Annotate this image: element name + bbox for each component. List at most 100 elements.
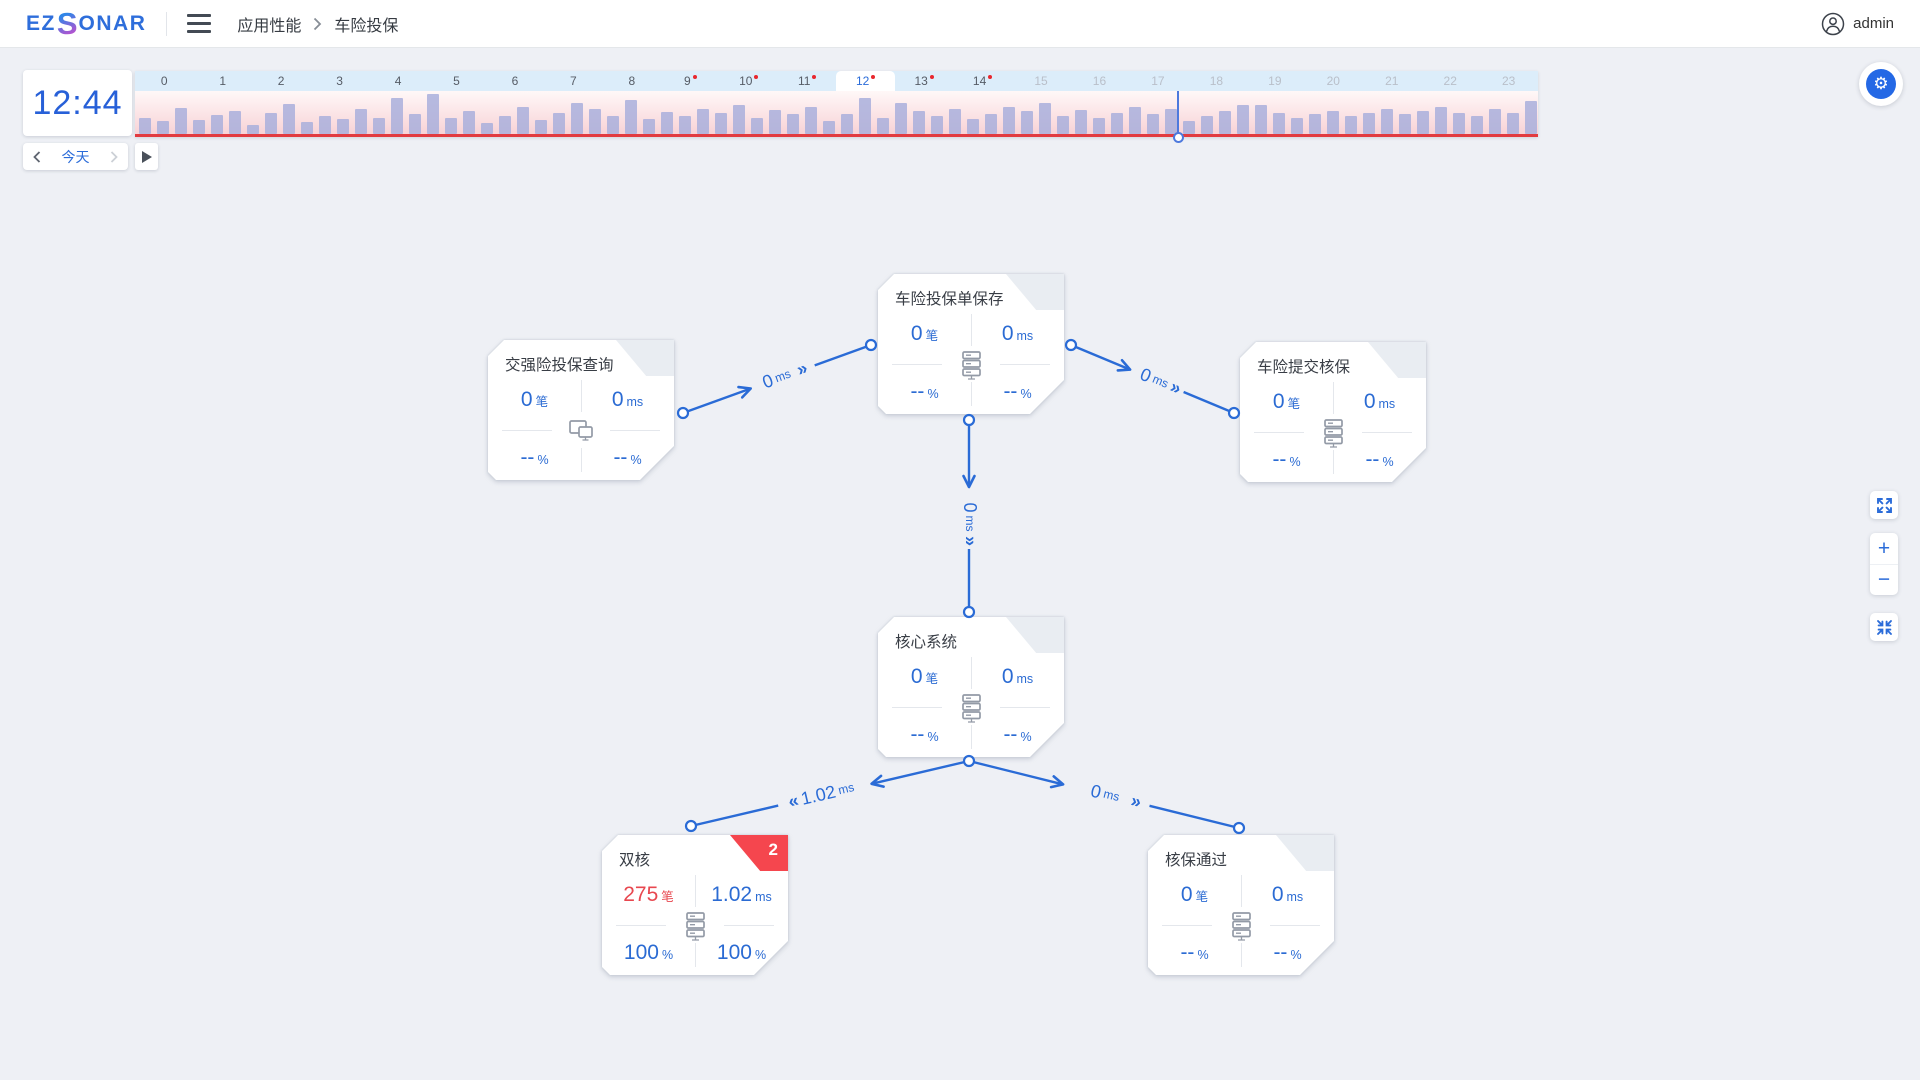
histogram-bar xyxy=(1273,113,1285,134)
hour-tick-17[interactable]: 17 xyxy=(1151,74,1165,88)
hour-tick-21[interactable]: 21 xyxy=(1385,74,1399,88)
histogram-bar xyxy=(517,107,529,134)
histogram-bar xyxy=(607,116,619,134)
hour-tick-13[interactable]: 13 xyxy=(895,71,953,91)
histogram-bar xyxy=(1525,101,1537,134)
histogram-bar xyxy=(1003,107,1015,134)
histogram-bar xyxy=(1381,109,1393,134)
hour-tick-16[interactable]: 16 xyxy=(1092,74,1107,88)
hour-tick-11[interactable]: 11 xyxy=(778,71,836,91)
topology-edge: 0ms » xyxy=(682,343,872,415)
hour-tick-5[interactable]: 5 xyxy=(453,74,460,88)
node-corner-flap xyxy=(1006,274,1064,310)
topology-edge: 0ms » xyxy=(968,759,1240,830)
user-menu[interactable]: admin xyxy=(1821,12,1894,36)
hour-tick-18[interactable]: 18 xyxy=(1209,74,1224,88)
histogram-bar xyxy=(1417,111,1429,134)
histogram-bar xyxy=(265,113,277,134)
histogram-bar xyxy=(913,111,925,134)
current-time-display: 12:44 xyxy=(23,70,132,136)
node-corner-flap xyxy=(1006,617,1064,653)
fullscreen-button[interactable] xyxy=(1870,491,1898,519)
histogram-bar xyxy=(391,98,403,134)
histogram-bar xyxy=(1165,109,1177,134)
hour-tick-12[interactable]: 12 xyxy=(836,71,895,91)
username-label: admin xyxy=(1853,15,1894,32)
node-metric-rate-right: --% xyxy=(1273,941,1302,964)
svg-text:«: « xyxy=(786,790,800,812)
server-stack-icon xyxy=(951,689,991,725)
node-title: 双核 xyxy=(619,852,651,869)
hour-tick-14[interactable]: 14 xyxy=(953,71,1011,91)
prev-day-button[interactable] xyxy=(33,150,41,163)
alert-dot xyxy=(812,75,817,79)
histogram-bar xyxy=(661,112,673,134)
zoom-in-button[interactable]: + xyxy=(1870,533,1898,565)
hour-tick-3[interactable]: 3 xyxy=(336,74,343,88)
settings-button[interactable]: ⚙ xyxy=(1859,62,1903,106)
hour-tick-2[interactable]: 2 xyxy=(277,74,285,88)
alert-dot xyxy=(754,75,759,79)
server-stack-icon xyxy=(1221,907,1261,943)
node-metric-rate-left: 100% xyxy=(623,941,674,964)
histogram-bar xyxy=(985,114,997,134)
next-day-button[interactable] xyxy=(110,150,118,163)
histogram-bar xyxy=(769,110,781,134)
hour-tick-7[interactable]: 7 xyxy=(570,74,577,88)
histogram-bar xyxy=(1435,107,1447,134)
svg-text:»: » xyxy=(1167,376,1184,398)
histogram-bar xyxy=(733,105,745,134)
hour-tick-0[interactable]: 0 xyxy=(160,74,168,88)
hour-tick-6[interactable]: 6 xyxy=(511,74,519,88)
hour-tick-10[interactable]: 10 xyxy=(720,71,778,91)
timeline-cursor-handle[interactable] xyxy=(1173,91,1185,143)
chevron-right-icon xyxy=(110,150,118,163)
hour-tick-15[interactable]: 15 xyxy=(1034,74,1048,88)
histogram-bar xyxy=(499,116,511,134)
hour-tick-4[interactable]: 4 xyxy=(394,74,402,88)
histogram-bar xyxy=(967,119,979,134)
node-title: 交强险投保查询 xyxy=(505,357,614,374)
breadcrumb-app-performance[interactable]: 应用性能 xyxy=(237,17,302,35)
node-title: 车险提交核保 xyxy=(1257,359,1351,376)
hamburger-menu-icon[interactable] xyxy=(187,14,212,33)
topology-edge: 1.02ms « xyxy=(690,759,970,828)
histogram-bar xyxy=(1219,111,1231,134)
hour-tick-8[interactable]: 8 xyxy=(628,74,636,88)
hour-tick-22[interactable]: 22 xyxy=(1443,74,1457,88)
histogram-bar xyxy=(1399,114,1411,134)
playback-button[interactable] xyxy=(135,143,158,170)
hour-tick-23[interactable]: 23 xyxy=(1501,74,1516,88)
histogram-bar xyxy=(319,116,331,134)
histogram-bar xyxy=(625,100,637,134)
histogram-bar xyxy=(643,119,655,134)
hour-tick-20[interactable]: 20 xyxy=(1326,74,1340,88)
hour-tick-19[interactable]: 19 xyxy=(1268,74,1282,88)
node-metric-rate-right: --% xyxy=(1003,380,1032,403)
hour-tick-1[interactable]: 1 xyxy=(219,74,227,88)
node-metric-rate-left: --% xyxy=(1180,941,1209,964)
node-corner-flap xyxy=(1368,342,1426,378)
node-metric-rate-right: --% xyxy=(613,446,642,469)
fit-view-button[interactable] xyxy=(1870,613,1898,641)
histogram-bar xyxy=(1147,114,1159,134)
today-button[interactable]: 今天 xyxy=(61,148,90,165)
timeline-histogram[interactable] xyxy=(135,91,1538,143)
histogram-bar xyxy=(715,113,727,134)
breadcrumb-current-page: 车险投保 xyxy=(334,17,399,35)
zoom-out-button[interactable]: − xyxy=(1877,568,1891,592)
hour-tick-9[interactable]: 9 xyxy=(661,71,719,91)
